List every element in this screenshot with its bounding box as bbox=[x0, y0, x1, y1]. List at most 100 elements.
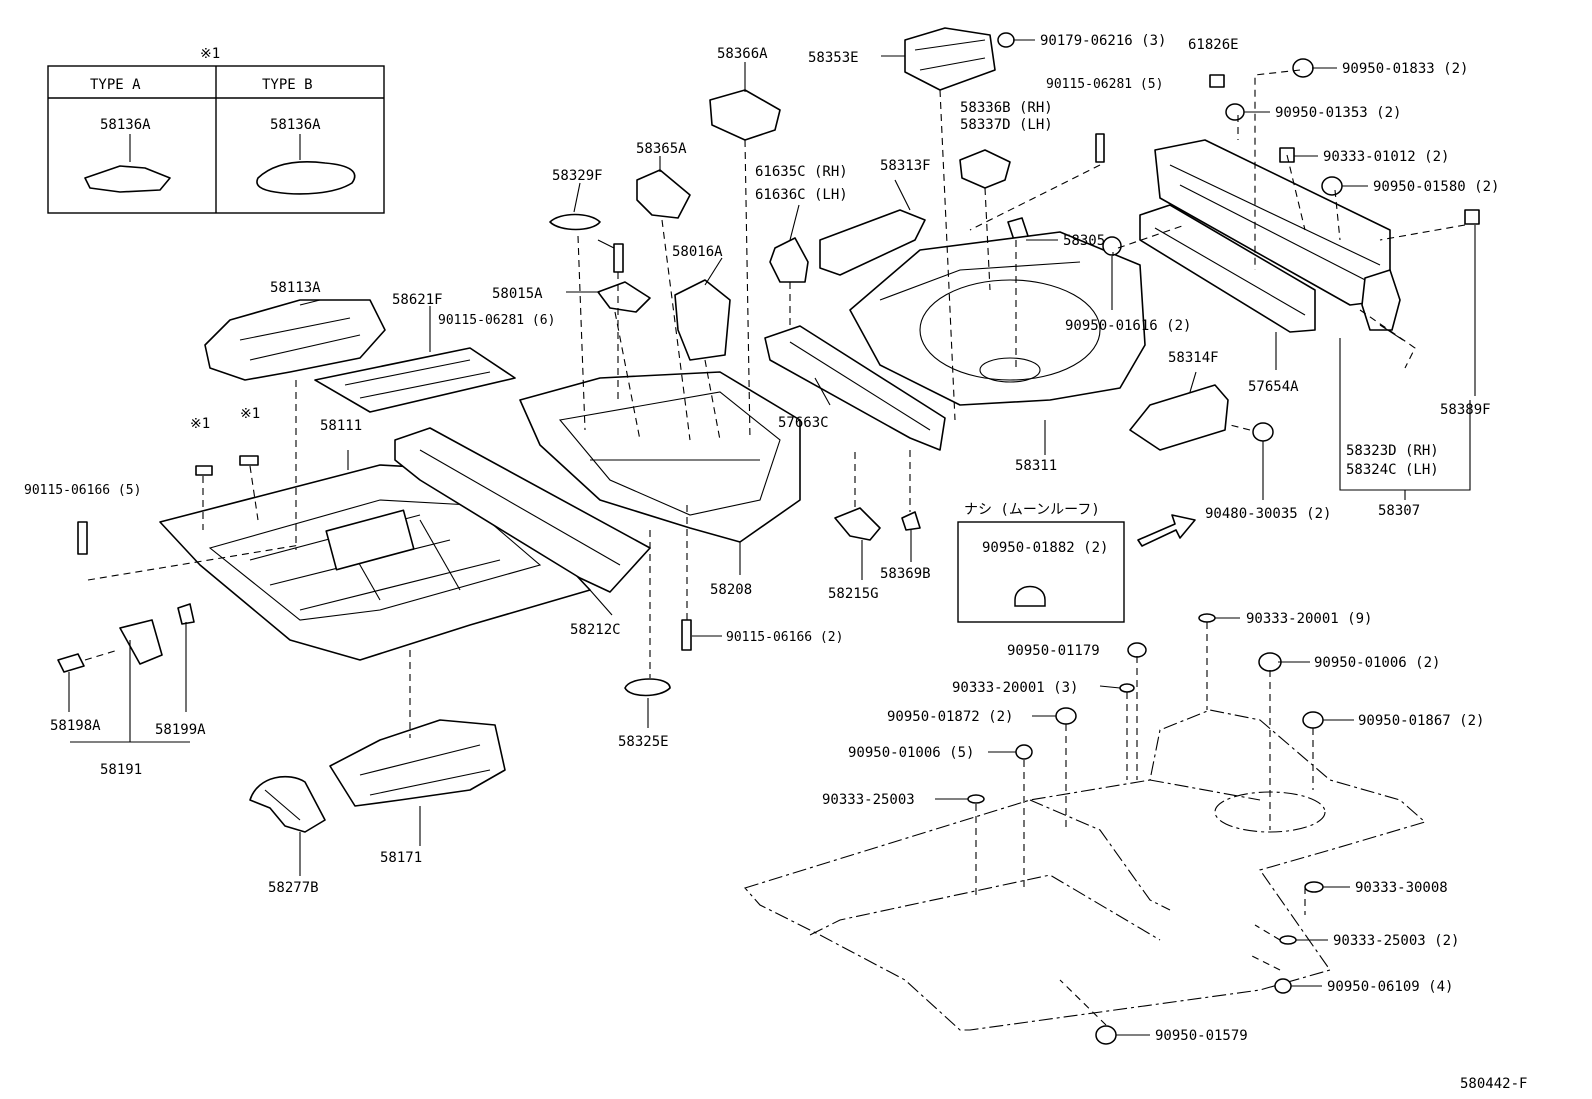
label-90115-06281-6: 90115-06281 (6) bbox=[438, 313, 555, 328]
arrow-icon bbox=[1137, 514, 1196, 547]
label-90950-01006-5: 90950-01006 (5) bbox=[848, 745, 974, 761]
label-90950-01579: 90950-01579 bbox=[1155, 1028, 1248, 1044]
label-90480-30035: 90480-30035 (2) bbox=[1205, 506, 1331, 522]
label-58369B: 58369B bbox=[880, 566, 931, 582]
small-parts-center bbox=[77, 89, 781, 697]
label-58191: 58191 bbox=[100, 762, 142, 778]
label-90333-20001-9: 90333-20001 (9) bbox=[1246, 611, 1372, 627]
type-a-pad-shape bbox=[84, 165, 171, 193]
figure-code: 580442-F bbox=[1460, 1076, 1527, 1092]
label-61826E: 61826E bbox=[1188, 37, 1239, 53]
part-labels: 58366A 58353E 90179-06216 (3) 61826E 909… bbox=[24, 33, 1527, 1092]
floor-silencer-58621F bbox=[314, 347, 516, 413]
label-58313F: 58313F bbox=[880, 158, 931, 174]
leader-lines bbox=[68, 39, 1476, 1036]
label-90950-01580: 90950-01580 (2) bbox=[1373, 179, 1499, 195]
plug-61826E bbox=[1209, 74, 1225, 88]
label-58277B: 58277B bbox=[268, 880, 319, 896]
label-58366A: 58366A bbox=[717, 46, 768, 62]
label-58314F: 58314F bbox=[1168, 350, 1219, 366]
label-61635C: 61635C (RH) bbox=[755, 164, 848, 180]
bolt-90115-06166-2 bbox=[681, 619, 692, 651]
label-58111: 58111 bbox=[320, 418, 362, 434]
bracket-61635C bbox=[769, 237, 809, 283]
label-57654A: 57654A bbox=[1248, 379, 1299, 395]
label-58015A: 58015A bbox=[492, 286, 543, 302]
label-58621F: 58621F bbox=[392, 292, 443, 308]
guide-lines bbox=[84, 69, 1466, 1026]
legend-marker: ※1 bbox=[200, 46, 220, 62]
pad-mark1-b bbox=[239, 455, 259, 466]
moonroof-title: ナシ (ムーンルーフ) bbox=[964, 502, 1100, 518]
label-58323D: 58323D (RH) bbox=[1346, 443, 1439, 459]
label-58336B: 58336B (RH) bbox=[960, 100, 1053, 116]
label-90115-06166-2: 90115-06166 (2) bbox=[726, 630, 843, 645]
label-58208: 58208 bbox=[710, 582, 752, 598]
label-90333-01012: 90333-01012 (2) bbox=[1323, 149, 1449, 165]
label-58307: 58307 bbox=[1378, 503, 1420, 519]
label-58215G: 58215G bbox=[828, 586, 879, 602]
label-58212C: 58212C bbox=[570, 622, 621, 638]
label-58324C: 58324C (LH) bbox=[1346, 462, 1439, 478]
label-61636C: 61636C (LH) bbox=[755, 187, 848, 203]
cover-58353E bbox=[904, 27, 996, 91]
label-90333-20001-3: 90333-20001 (3) bbox=[952, 680, 1078, 696]
label-58171: 58171 bbox=[380, 850, 422, 866]
bolt-90115-06166-5 bbox=[77, 521, 88, 555]
moonroof-part-label: 90950-01882 (2) bbox=[982, 540, 1108, 556]
label-90950-01833: 90950-01833 (2) bbox=[1342, 61, 1468, 77]
label-58113A: 58113A bbox=[270, 280, 321, 296]
label-58199A: 58199A bbox=[155, 722, 206, 738]
bolt-90115-06281-6 bbox=[613, 243, 624, 273]
label-58329F: 58329F bbox=[552, 168, 603, 184]
label-90950-01179: 90950-01179 bbox=[1007, 643, 1100, 659]
legend-type-a-part: 58136A bbox=[100, 117, 151, 133]
type-b-pad-shape bbox=[256, 161, 356, 195]
moonroof-box: ナシ (ムーンルーフ) 90950-01882 (2) bbox=[957, 502, 1196, 623]
crossmember-57663C bbox=[764, 325, 946, 451]
label-90950-01353: 90950-01353 (2) bbox=[1275, 105, 1401, 121]
moonroof-frame bbox=[957, 521, 1125, 623]
label-58198A: 58198A bbox=[50, 718, 101, 734]
bracket-58336B bbox=[959, 149, 1011, 189]
bracket-58313F bbox=[819, 209, 926, 276]
label-58305: 58305 bbox=[1063, 233, 1105, 249]
label-90115-06166-5: 90115-06166 (5) bbox=[24, 483, 141, 498]
rear-floor-pan-58208 bbox=[519, 371, 801, 543]
legend-table: ※1 TYPE A TYPE B 58136A 58136A bbox=[47, 46, 385, 214]
small-brackets bbox=[834, 217, 1029, 541]
underbody-outline bbox=[744, 709, 1427, 1031]
rocker-rail-58212C bbox=[394, 427, 651, 593]
clip-58389F bbox=[1464, 209, 1480, 225]
label-57663C: 57663C bbox=[778, 415, 829, 431]
legend-type-a-header: TYPE A bbox=[90, 77, 141, 93]
bracket-58277B bbox=[249, 775, 326, 833]
label-58365A: 58365A bbox=[636, 141, 687, 157]
legend-type-b-header: TYPE B bbox=[262, 77, 313, 93]
legend-type-b-part: 58136A bbox=[270, 117, 321, 133]
label-90950-01867: 90950-01867 (2) bbox=[1358, 713, 1484, 729]
tunnel-insulator-58171 bbox=[329, 719, 506, 807]
spare-wheel-pan-58311 bbox=[849, 231, 1146, 406]
label-mark1-b: ※1 bbox=[240, 406, 260, 422]
label-90179-06216: 90179-06216 (3) bbox=[1040, 33, 1166, 49]
label-90950-06109: 90950-06109 (4) bbox=[1327, 979, 1453, 995]
label-90950-01872: 90950-01872 (2) bbox=[887, 709, 1013, 725]
label-58337D: 58337D (LH) bbox=[960, 117, 1053, 133]
label-90115-06281-5: 90115-06281 (5) bbox=[1046, 77, 1163, 92]
label-58325E: 58325E bbox=[618, 734, 669, 750]
label-mark1-a: ※1 bbox=[190, 416, 210, 432]
rear-panel-group bbox=[1129, 74, 1480, 451]
floor-insulator-58113A bbox=[204, 299, 386, 381]
label-58016A: 58016A bbox=[672, 244, 723, 260]
label-90950-01616: 90950-01616 (2) bbox=[1065, 318, 1191, 334]
bracket-58191 bbox=[57, 603, 195, 673]
label-90950-01006-2: 90950-01006 (2) bbox=[1314, 655, 1440, 671]
label-58389F: 58389F bbox=[1440, 402, 1491, 418]
label-58353E: 58353E bbox=[808, 50, 859, 66]
label-90333-25003: 90333-25003 bbox=[822, 792, 915, 808]
pad-mark1-a bbox=[195, 465, 213, 476]
label-90333-30008: 90333-30008 bbox=[1355, 880, 1448, 896]
